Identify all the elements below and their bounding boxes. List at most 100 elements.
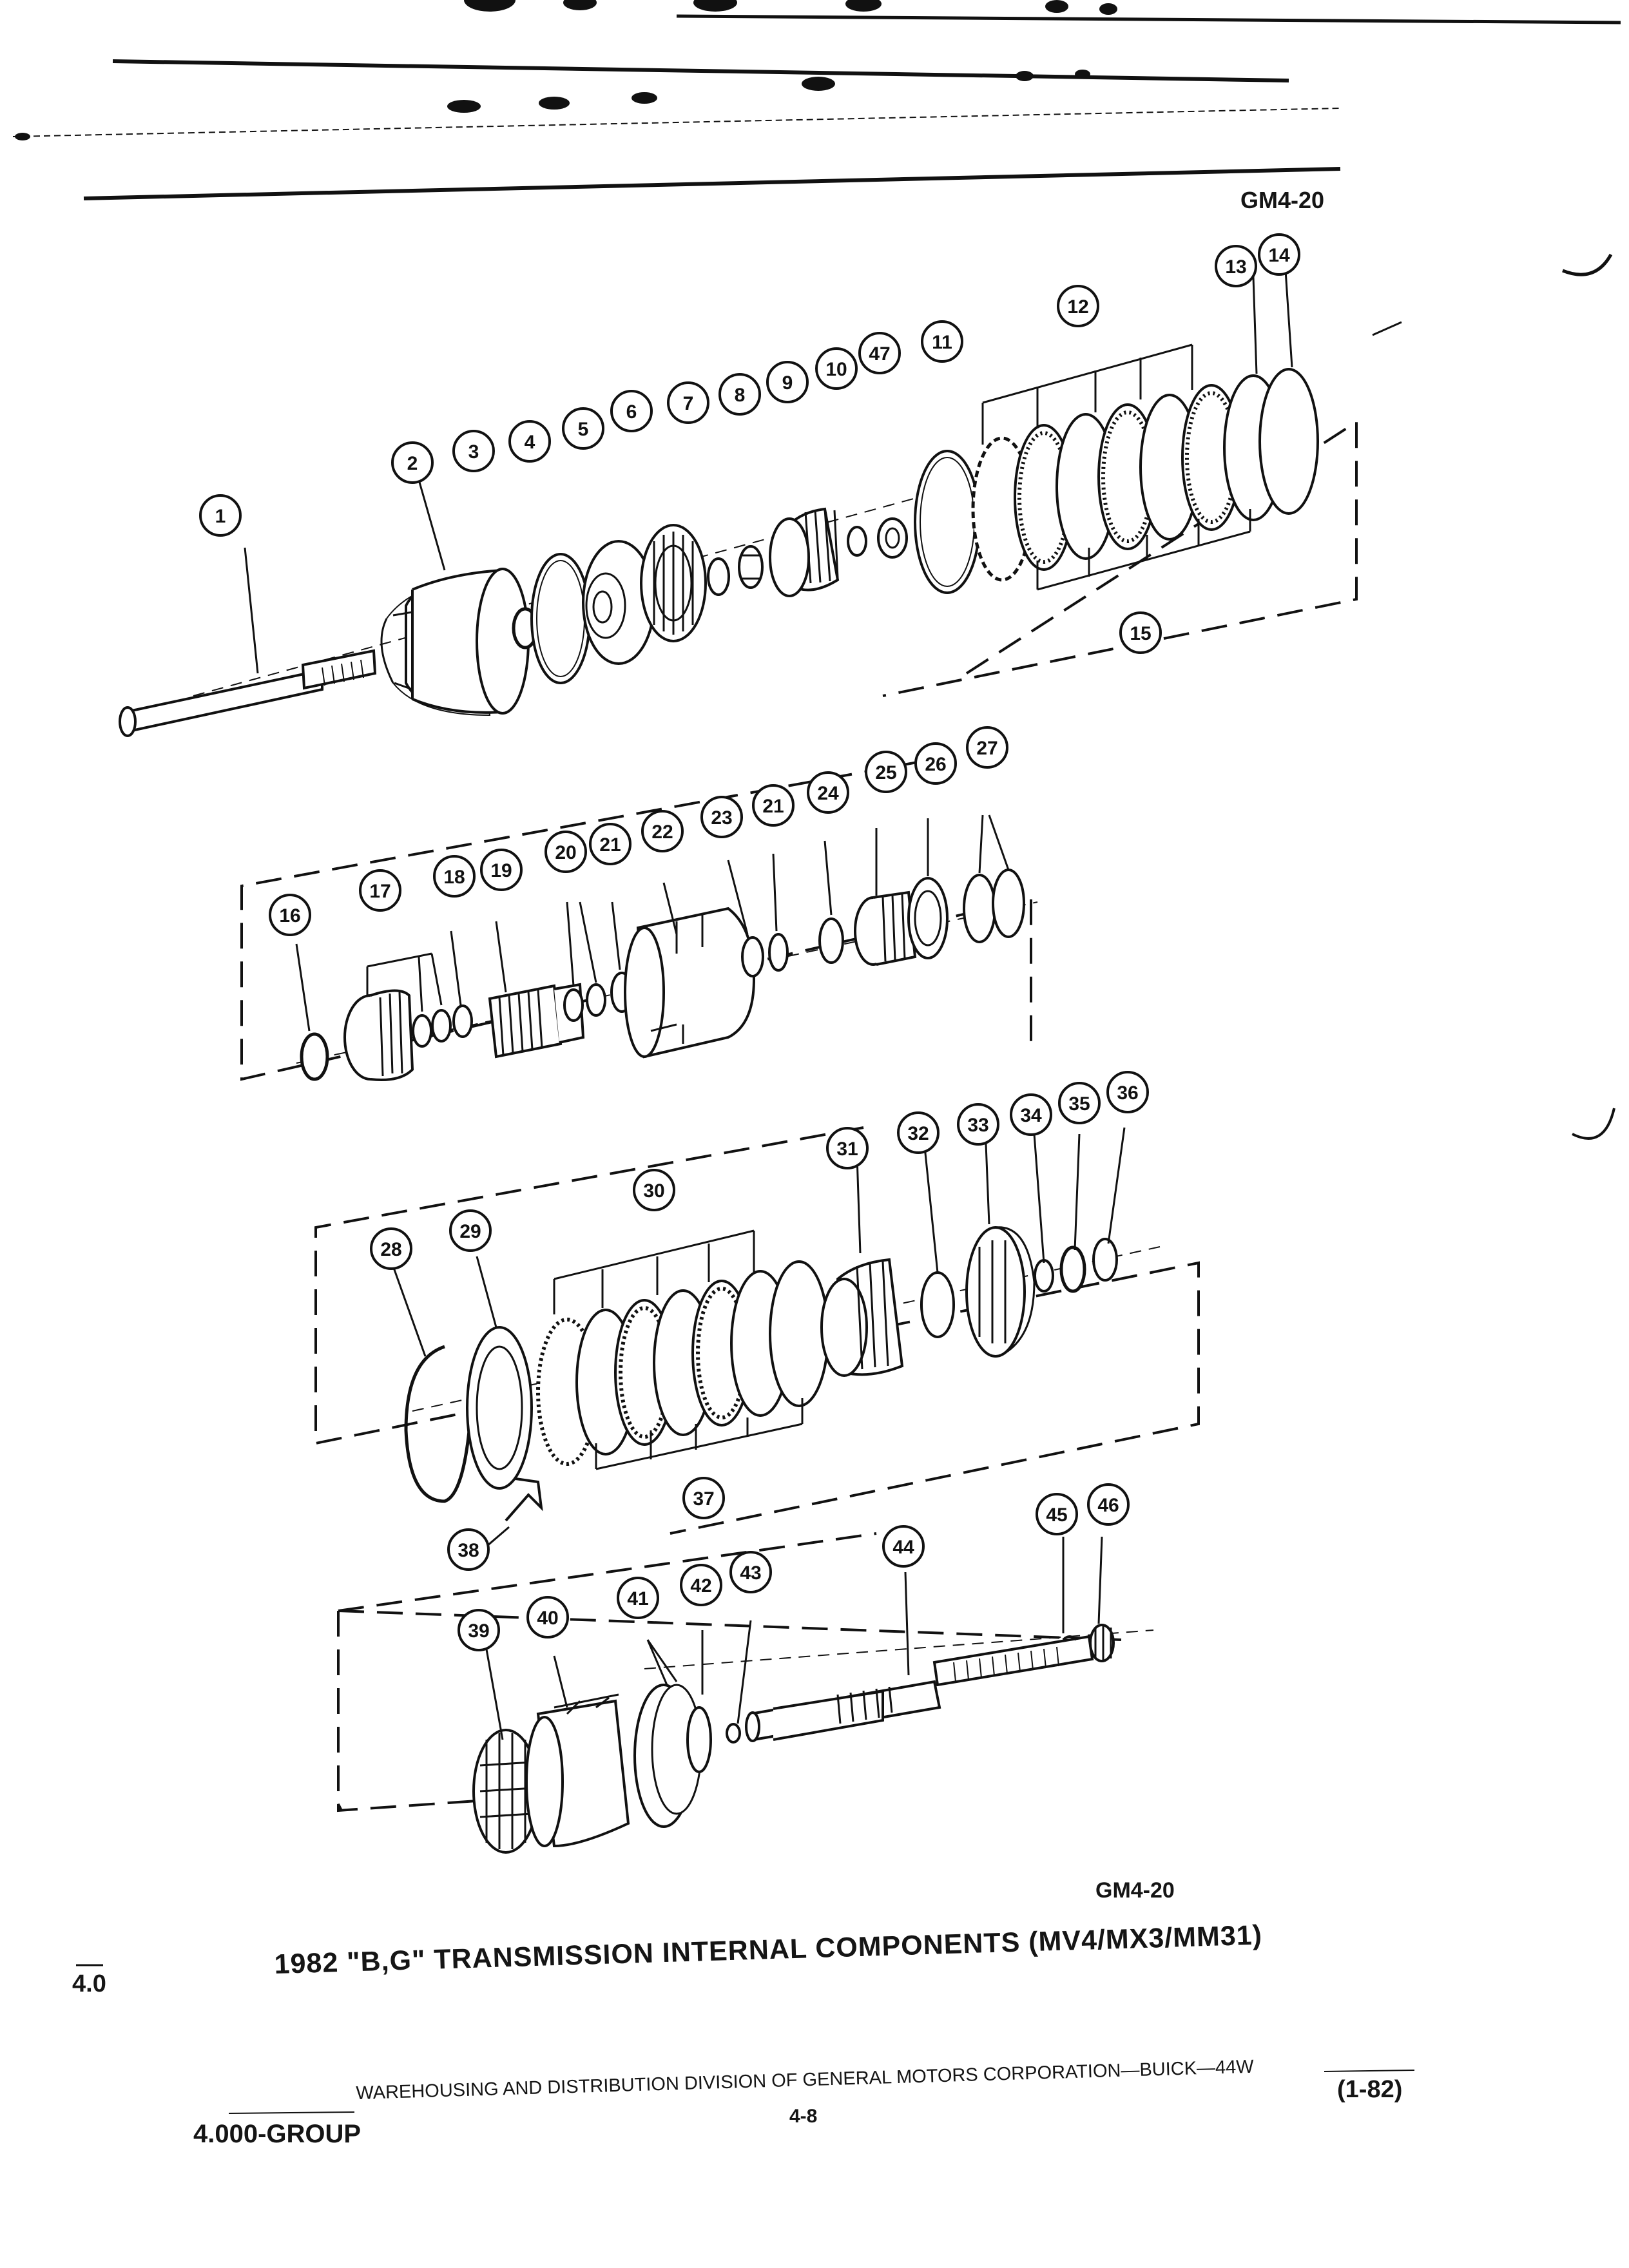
callout-label: 22 [651, 822, 673, 843]
callout-circle [458, 1609, 500, 1651]
callout-circle [447, 1528, 490, 1571]
callout-6: 6 [610, 390, 653, 432]
callout-21: 21 [589, 823, 631, 865]
snap-ring-part-36 [1092, 1238, 1118, 1282]
callout-17: 17 [359, 869, 401, 912]
callout-circle [1058, 1082, 1101, 1124]
callout-circle [897, 1111, 940, 1154]
callout-21: 21 [752, 784, 795, 827]
callout-22: 22 [641, 810, 684, 852]
ring-gear-part-26 [907, 877, 949, 959]
callout-39: 39 [458, 1609, 500, 1651]
callout-42: 42 [680, 1564, 722, 1606]
callout-27: 27 [966, 726, 1008, 769]
callout-9: 9 [766, 361, 809, 403]
callout-circle [1036, 1493, 1078, 1535]
callout-label: 11 [932, 332, 952, 353]
callout-label: 44 [892, 1537, 914, 1558]
group-4-components [337, 1532, 1154, 1854]
figure-code-bottom: GM4-20 [1095, 1878, 1175, 1903]
washer-part-42 [686, 1706, 712, 1773]
callout-circle [966, 726, 1008, 769]
callout-circle [1258, 233, 1300, 276]
margin-tab: 4.0 [72, 1970, 106, 1997]
callout-label: 32 [907, 1123, 929, 1144]
backing-plate-part-29 [466, 1326, 533, 1490]
callout-label: 37 [693, 1488, 714, 1510]
washer-part-20b [586, 983, 606, 1017]
callout-circle [957, 1103, 999, 1146]
callout-circle [1010, 1093, 1052, 1136]
snap-ring-part-28 [404, 1345, 472, 1503]
callout-label: 20 [555, 842, 576, 863]
washer-part-35 [1059, 1245, 1086, 1293]
callout-circle [914, 742, 957, 785]
callout-circle [199, 494, 242, 537]
callout-label: 29 [459, 1221, 481, 1242]
callout-label: 25 [875, 762, 896, 783]
washer-part-23 [741, 936, 764, 977]
callout-45: 45 [1036, 1493, 1078, 1535]
callout-43: 43 [729, 1551, 772, 1593]
washer-part-20a [563, 988, 584, 1022]
clutch-pack-part-30-37 [536, 1260, 829, 1466]
group-1-components [119, 270, 1402, 737]
callout-label: 6 [626, 401, 637, 423]
reaction-drum-part-40 [525, 1693, 630, 1848]
callout-circle [545, 831, 587, 873]
callout-label: 19 [490, 860, 512, 881]
callout-label: 21 [599, 834, 621, 856]
callout-label: 13 [1225, 256, 1246, 278]
callout-label: 14 [1268, 245, 1290, 266]
callout-circle [815, 347, 858, 390]
header-rules [12, 0, 1621, 1140]
group-2-components [240, 759, 1038, 1081]
callout-label: 46 [1097, 1495, 1119, 1516]
callout-36: 36 [1106, 1071, 1149, 1113]
footer-page-number: 4-8 [789, 2106, 818, 2127]
clutch-pack-part-12-15 [971, 368, 1319, 582]
callout-label: 26 [925, 754, 946, 775]
callout-label: 34 [1020, 1105, 1042, 1126]
callout-label: 16 [279, 905, 300, 927]
callout-8: 8 [718, 373, 761, 416]
callout-31: 31 [826, 1127, 869, 1169]
callout-13: 13 [1215, 245, 1257, 287]
callout-label: 33 [967, 1115, 988, 1136]
thrust-washer-part-16 [300, 1032, 329, 1081]
figure-code-top: GM4-20 [1240, 187, 1325, 213]
callout-label: 4 [525, 432, 535, 453]
snap-ring-part-45 [1062, 1635, 1077, 1641]
callout-label: 23 [711, 807, 732, 829]
callout-25: 25 [865, 751, 907, 793]
retainer-part-32 [920, 1271, 955, 1338]
callout-24: 24 [807, 771, 849, 814]
callout-label: 18 [443, 867, 465, 888]
callout-circle [766, 361, 809, 403]
snap-ring-part-27b [992, 869, 1025, 938]
callout-46: 46 [1087, 1483, 1130, 1526]
callout-circle [700, 796, 743, 838]
callout-30: 30 [633, 1169, 675, 1211]
callout-label: 2 [407, 453, 418, 474]
callout-23: 23 [700, 796, 743, 838]
callout-circle [452, 430, 495, 472]
callout-18: 18 [433, 855, 476, 898]
callout-circle [1215, 245, 1257, 287]
callout-1: 1 [199, 494, 242, 537]
callout-circle [526, 1596, 569, 1639]
callout-34: 34 [1010, 1093, 1052, 1136]
callout-label: 40 [537, 1608, 558, 1629]
callout-circle [882, 1525, 925, 1568]
callout-label: 10 [825, 359, 847, 380]
callout-circle [589, 823, 631, 865]
bearing-part-24 [818, 918, 844, 964]
callout-label: 28 [380, 1239, 401, 1260]
callout-label: 17 [369, 881, 390, 902]
group-3-components [314, 1126, 1200, 1548]
callout-label: 8 [735, 385, 746, 406]
bushing-part-43 [726, 1723, 741, 1744]
callout-41: 41 [617, 1577, 659, 1619]
callout-circle [1087, 1483, 1130, 1526]
